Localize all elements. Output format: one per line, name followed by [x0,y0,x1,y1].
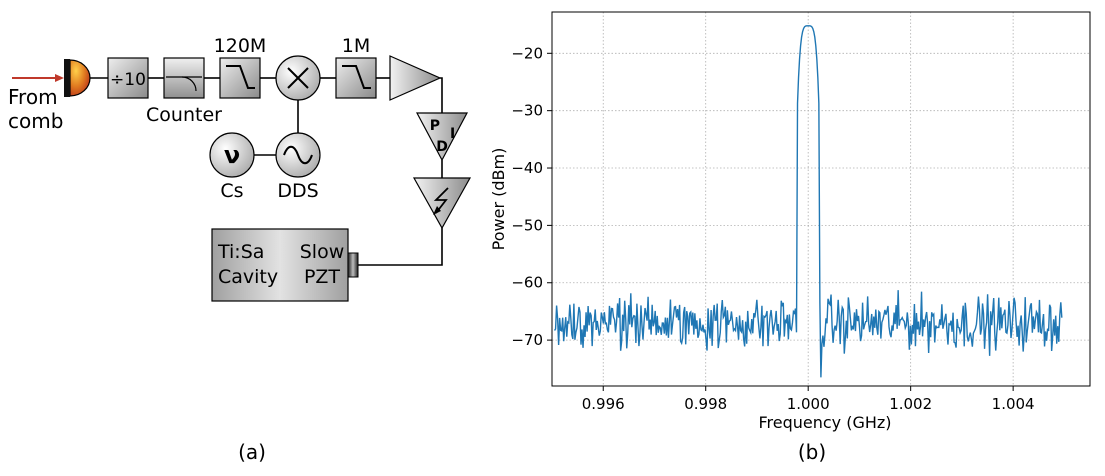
spectrum-chart: 0.996 0.998 1.000 1.002 1.004 −20 −30 −40 −50 −6… [489,11,1091,464]
pzt-actuator-icon [347,252,359,278]
lowpass-1m-box [335,57,377,99]
caption-a: (a) [238,440,266,464]
amplifier-icon [389,55,442,101]
divider-box: ÷10 [107,57,149,99]
lowpass-120m-label: 120M [214,35,267,57]
svg-text:ν: ν [224,141,240,169]
cesium-reference-icon: ν [209,132,255,178]
counter-box [163,57,205,99]
x-tick-label-1: 0.998 [684,395,727,413]
pzt-label: PZT [304,266,340,288]
x-tick-label-0: 0.996 [582,395,625,413]
dds-label: DDS [277,180,318,202]
slow-label: Slow [300,241,345,263]
tisa-label: Ti:Sa [217,241,264,263]
y-axis-label: Power (dBm) [489,148,508,251]
counter-label: Counter [146,104,222,126]
high-voltage-amplifier-icon [412,177,472,230]
x-tick-label-2: 1.000 [787,395,830,413]
y-tick-label-4: −60 [511,274,543,292]
input-arrow [12,74,64,82]
pid-d-label: D [436,139,448,155]
pid-p-label: P [430,118,440,134]
spectrum-series-line [553,25,1063,378]
tisa-cavity-box: Ti:Sa Cavity Slow PZT [211,228,349,302]
y-tick-label-2: −40 [511,159,543,177]
cavity-label: Cavity [218,266,278,288]
pid-controller-icon: P I D [416,112,468,162]
photodetector-icon [64,59,91,97]
signal-wires [90,77,443,266]
caption-b: (b) [798,440,826,464]
y-tick-label-0: −20 [511,44,543,62]
dds-icon [275,132,321,178]
cs-label: Cs [220,180,243,202]
from-label: From [8,85,58,109]
y-axis-ticks: −20 −30 −40 −50 −60 −70 [511,44,552,349]
chart-grid [552,12,1090,386]
y-tick-label-3: −50 [511,216,543,234]
plot-frame [551,11,1091,387]
lowpass-120m-box [219,57,261,99]
lowpass-1m-label: 1M [342,35,370,57]
pid-i-label: I [450,126,455,142]
x-axis-label: Frequency (GHz) [758,413,891,432]
y-tick-label-5: −70 [511,331,543,349]
mixer-icon [275,55,321,101]
x-tick-label-4: 1.004 [992,395,1035,413]
y-tick-label-1: −30 [511,102,543,120]
divider-label: ÷10 [110,70,146,90]
x-tick-label-3: 1.002 [889,395,932,413]
block-diagram: From comb ÷10 Counter 120M [8,35,472,464]
comb-label: comb [8,109,63,133]
x-axis-ticks: 0.996 0.998 1.000 1.002 1.004 [582,386,1035,413]
